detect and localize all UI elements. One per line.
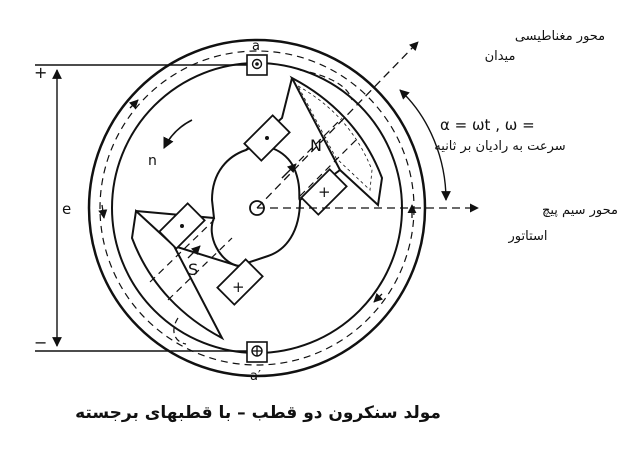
angle-desc-label: سرعت به رادیان بر ثانیه — [434, 139, 565, 154]
stator-axis-label-line2: استاتور — [508, 229, 548, 244]
ring-arrow-topleft — [128, 99, 139, 110]
emf-label: e — [62, 200, 71, 218]
north-pole-label: N — [310, 136, 322, 155]
winding-south-plus — [216, 258, 264, 306]
angle-formula-label: α = ωt , ω = — [440, 116, 535, 134]
stator-axis-label-line1: محور سیم پیچ — [542, 203, 618, 218]
field-axis-label-line2: میدان — [485, 49, 516, 64]
winding-north-dot-mark — [265, 136, 269, 140]
north-pole-shoe-fill — [297, 84, 373, 191]
terminal-plus-label: + — [34, 63, 47, 82]
field-axis-label-line1: محور مغناطیسی — [515, 29, 605, 44]
south-pole-shoe — [130, 208, 225, 341]
flux-path-inner-2 — [149, 135, 361, 283]
ring-arrow-left — [98, 204, 108, 219]
rotor-outline — [130, 75, 384, 341]
flux-arrow-left — [187, 245, 201, 259]
rotor-core — [135, 77, 341, 268]
slot-top-dot-conductor — [251, 58, 263, 70]
angle-arc — [399, 89, 451, 201]
north-pole-shoe — [289, 75, 384, 208]
winding-north-plus — [300, 168, 348, 216]
slot-plus-label-1: + — [318, 183, 331, 201]
rotation-label: n — [148, 153, 157, 169]
flux-arrow-center — [281, 163, 297, 179]
ring-arrow-bottom — [373, 292, 384, 303]
coil-a-label: a — [252, 39, 260, 54]
gap-path-upper — [299, 69, 353, 101]
slot-plus-label-2: + — [232, 278, 245, 296]
stator-outer-ring — [87, 38, 427, 378]
winding-south-dot-mark — [180, 224, 184, 228]
coil-a-prime-label: a′ — [250, 369, 261, 384]
slot-top-dot — [255, 62, 259, 66]
figure-caption: مولد سنکرون دو قطب – با قطبهای برجسته — [75, 403, 441, 423]
gap-path-lower — [173, 317, 187, 345]
terminal-minus-label: − — [34, 333, 47, 352]
rotation-arrow — [163, 119, 193, 150]
south-pole-label: S — [188, 260, 198, 279]
